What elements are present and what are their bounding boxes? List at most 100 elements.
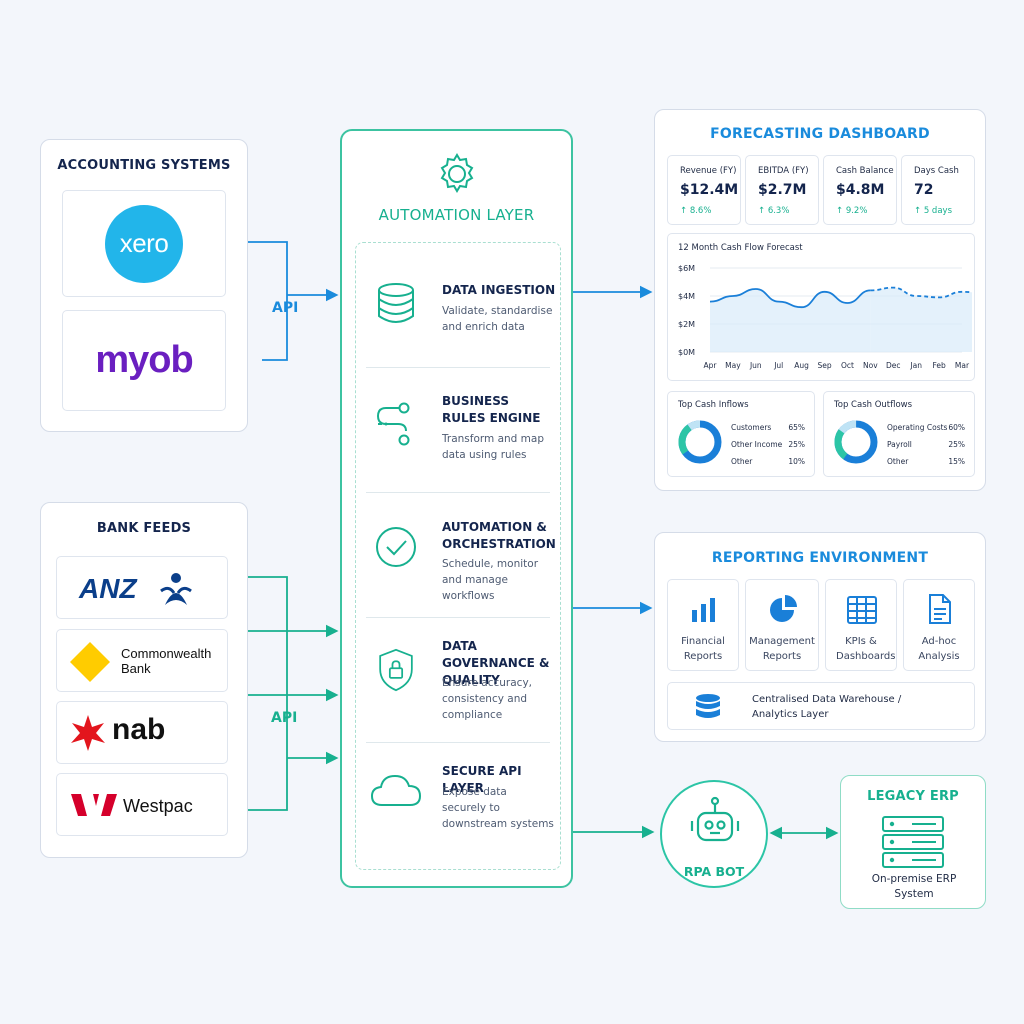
x-tick-label: Aug [794,361,809,370]
x-tick-label: Oct [841,361,854,370]
legacy-erp-title: LEGACY ERP [867,789,959,804]
module-title: BUSINESS RULES ENGINE [442,394,541,425]
document-icon [929,594,951,624]
report-card-adhoc[interactable]: Ad-hoc Analysis [903,579,975,671]
kpi-card-days-cash[interactable]: Days Cash 72 ↑ 5 days [901,155,975,225]
nab-star-icon [71,715,105,751]
module-data-governance[interactable]: DATA GOVERNANCE & QUALITY Ensure accurac… [356,618,560,742]
module-title: DATA GOVERNANCE & QUALITY [442,639,550,687]
nab-logo: nab [112,713,166,746]
inflow-item-pct: 25% [788,440,805,449]
forecasting-dashboard-panel: FORECASTING DASHBOARD Revenue (FY) $12.4… [654,109,986,491]
accounting-systems-panel: ACCOUNTING SYSTEMS xero myob [40,139,248,432]
automation-modules-box: DATA INGESTION Validate, standardise and… [355,242,561,870]
robot-icon [690,796,740,842]
report-card-kpis[interactable]: KPIs & Dashboards [825,579,897,671]
module-desc: Ensure accuracy, consistency and complia… [442,677,533,721]
module-automation-orchestration[interactable]: AUTOMATION & ORCHESTRATION Schedule, mon… [356,493,560,617]
kpi-value: $12.4M [680,182,739,198]
automation-layer-panel: AUTOMATION LAYER DATA INGESTION Validate… [340,129,573,888]
legacy-erp-label: On-premise ERP System [871,873,957,900]
xero-card[interactable]: xero [62,190,226,297]
x-tick-label: Nov [863,361,878,370]
server-icon [882,816,944,868]
westpac-w-icon [71,794,117,816]
module-divider [366,742,550,743]
x-tick-label: Feb [932,361,946,370]
anz-card[interactable]: ANZ [56,556,228,619]
reporting-environment-panel: REPORTING ENVIRONMENT Financial Reports … [654,532,986,742]
kpi-card-ebitda[interactable]: EBITDA (FY) $2.7M ↑ 6.3% [745,155,819,225]
report-card-label: Management Reports [749,636,815,662]
data-warehouse-card[interactable]: Centralised Data Warehouse / Analytics L… [667,682,975,730]
inflow-item-pct: 10% [788,457,805,466]
series-line [709,288,871,309]
inflow-item-name: Customers [731,423,772,432]
outflow-item-name: Operating Costs [887,423,948,432]
y-tick-label: $2M [678,320,695,329]
x-tick-label: Jun [749,361,762,370]
grid-table-icon [847,596,877,624]
report-card-label: KPIs & Dashboards [836,636,896,662]
outflow-item-name: Payroll [887,440,912,449]
kpi-card-revenue[interactable]: Revenue (FY) $12.4M ↑ 8.6% [667,155,741,225]
commonwealth-card[interactable]: Commonwealth Bank [56,629,228,692]
accounting-systems-title: ACCOUNTING SYSTEMS [57,158,231,173]
outflow-item-pct: 60% [948,423,965,432]
bank-feeds-title: BANK FEEDS [96,521,192,536]
x-tick-label: Mar [955,361,970,370]
report-card-management[interactable]: Management Reports [745,579,819,671]
y-tick-label: $4M [678,292,695,301]
inflow-item-name: Other [731,457,753,466]
kpi-change: ↑ 8.6% [680,206,712,216]
database-icon [378,283,414,323]
kpi-label: Revenue (FY) [680,166,737,176]
inflow-item-pct: 65% [788,423,805,432]
kpi-value: $4.8M [836,182,885,198]
westpac-card[interactable]: Westpac [56,773,228,836]
x-tick-label: Sep [817,361,831,370]
chart-title: 12 Month Cash Flow Forecast [678,243,803,253]
report-card-label: Ad-hoc Analysis [918,636,960,662]
kpi-value: 72 [914,182,934,198]
module-secure-api[interactable]: SECURE API LAYER Expose data securely to… [356,743,560,867]
commonwealth-label: Commonwealth Bank [121,646,212,676]
cloud-icon [370,774,422,806]
module-title: SECURE API LAYER [442,764,522,795]
module-desc: Transform and map data using rules [442,433,544,461]
module-business-rules[interactable]: BUSINESS RULES ENGINE Transform and map … [356,368,560,492]
rpa-bot-node[interactable]: RPA BOT [660,780,768,888]
y-tick-label: $6M [678,264,695,273]
module-divider [366,617,550,618]
inflows-title: Top Cash Inflows [678,400,749,410]
kpi-change: ↑ 6.3% [758,206,790,216]
module-desc: Validate, standardise and enrich data [442,305,553,333]
top-cash-outflows-card[interactable]: Top Cash Outflows Operating Costs 60% Pa… [823,391,975,477]
forecasting-dashboard-title: FORECASTING DASHBOARD [710,126,930,142]
commonwealth-diamond-icon [70,642,110,682]
kpi-change: ↑ 5 days [914,206,952,216]
pie-chart-icon [770,595,797,622]
report-card-financial[interactable]: Financial Reports [667,579,739,671]
report-card-label: Financial Reports [681,636,725,662]
legacy-erp-panel[interactable]: LEGACY ERP On-premise ERP System [840,775,986,909]
bar-chart-icon [692,598,715,622]
module-data-ingestion[interactable]: DATA INGESTION Validate, standardise and… [356,243,560,367]
kpi-card-cash-balance[interactable]: Cash Balance $4.8M ↑ 9.2% [823,155,897,225]
anz-logo: ANZ [79,573,137,604]
top-cash-inflows-card[interactable]: Top Cash Inflows Customers 65% Other Inc… [667,391,815,477]
nab-card[interactable]: nab [56,701,228,764]
series-line [870,286,972,299]
x-tick-label: Apr [704,361,718,370]
kpi-value: $2.7M [758,182,807,198]
kpi-change: ↑ 9.2% [836,206,868,216]
outflows-donut-chart [834,420,878,464]
check-circle-icon [376,527,416,567]
inflow-item-name: Other Income [731,440,783,449]
module-title: AUTOMATION & ORCHESTRATION [442,520,556,551]
myob-card[interactable]: myob [62,310,226,411]
series-area [870,287,972,352]
database-icon [696,694,720,718]
kpi-label: EBITDA (FY) [758,166,809,176]
